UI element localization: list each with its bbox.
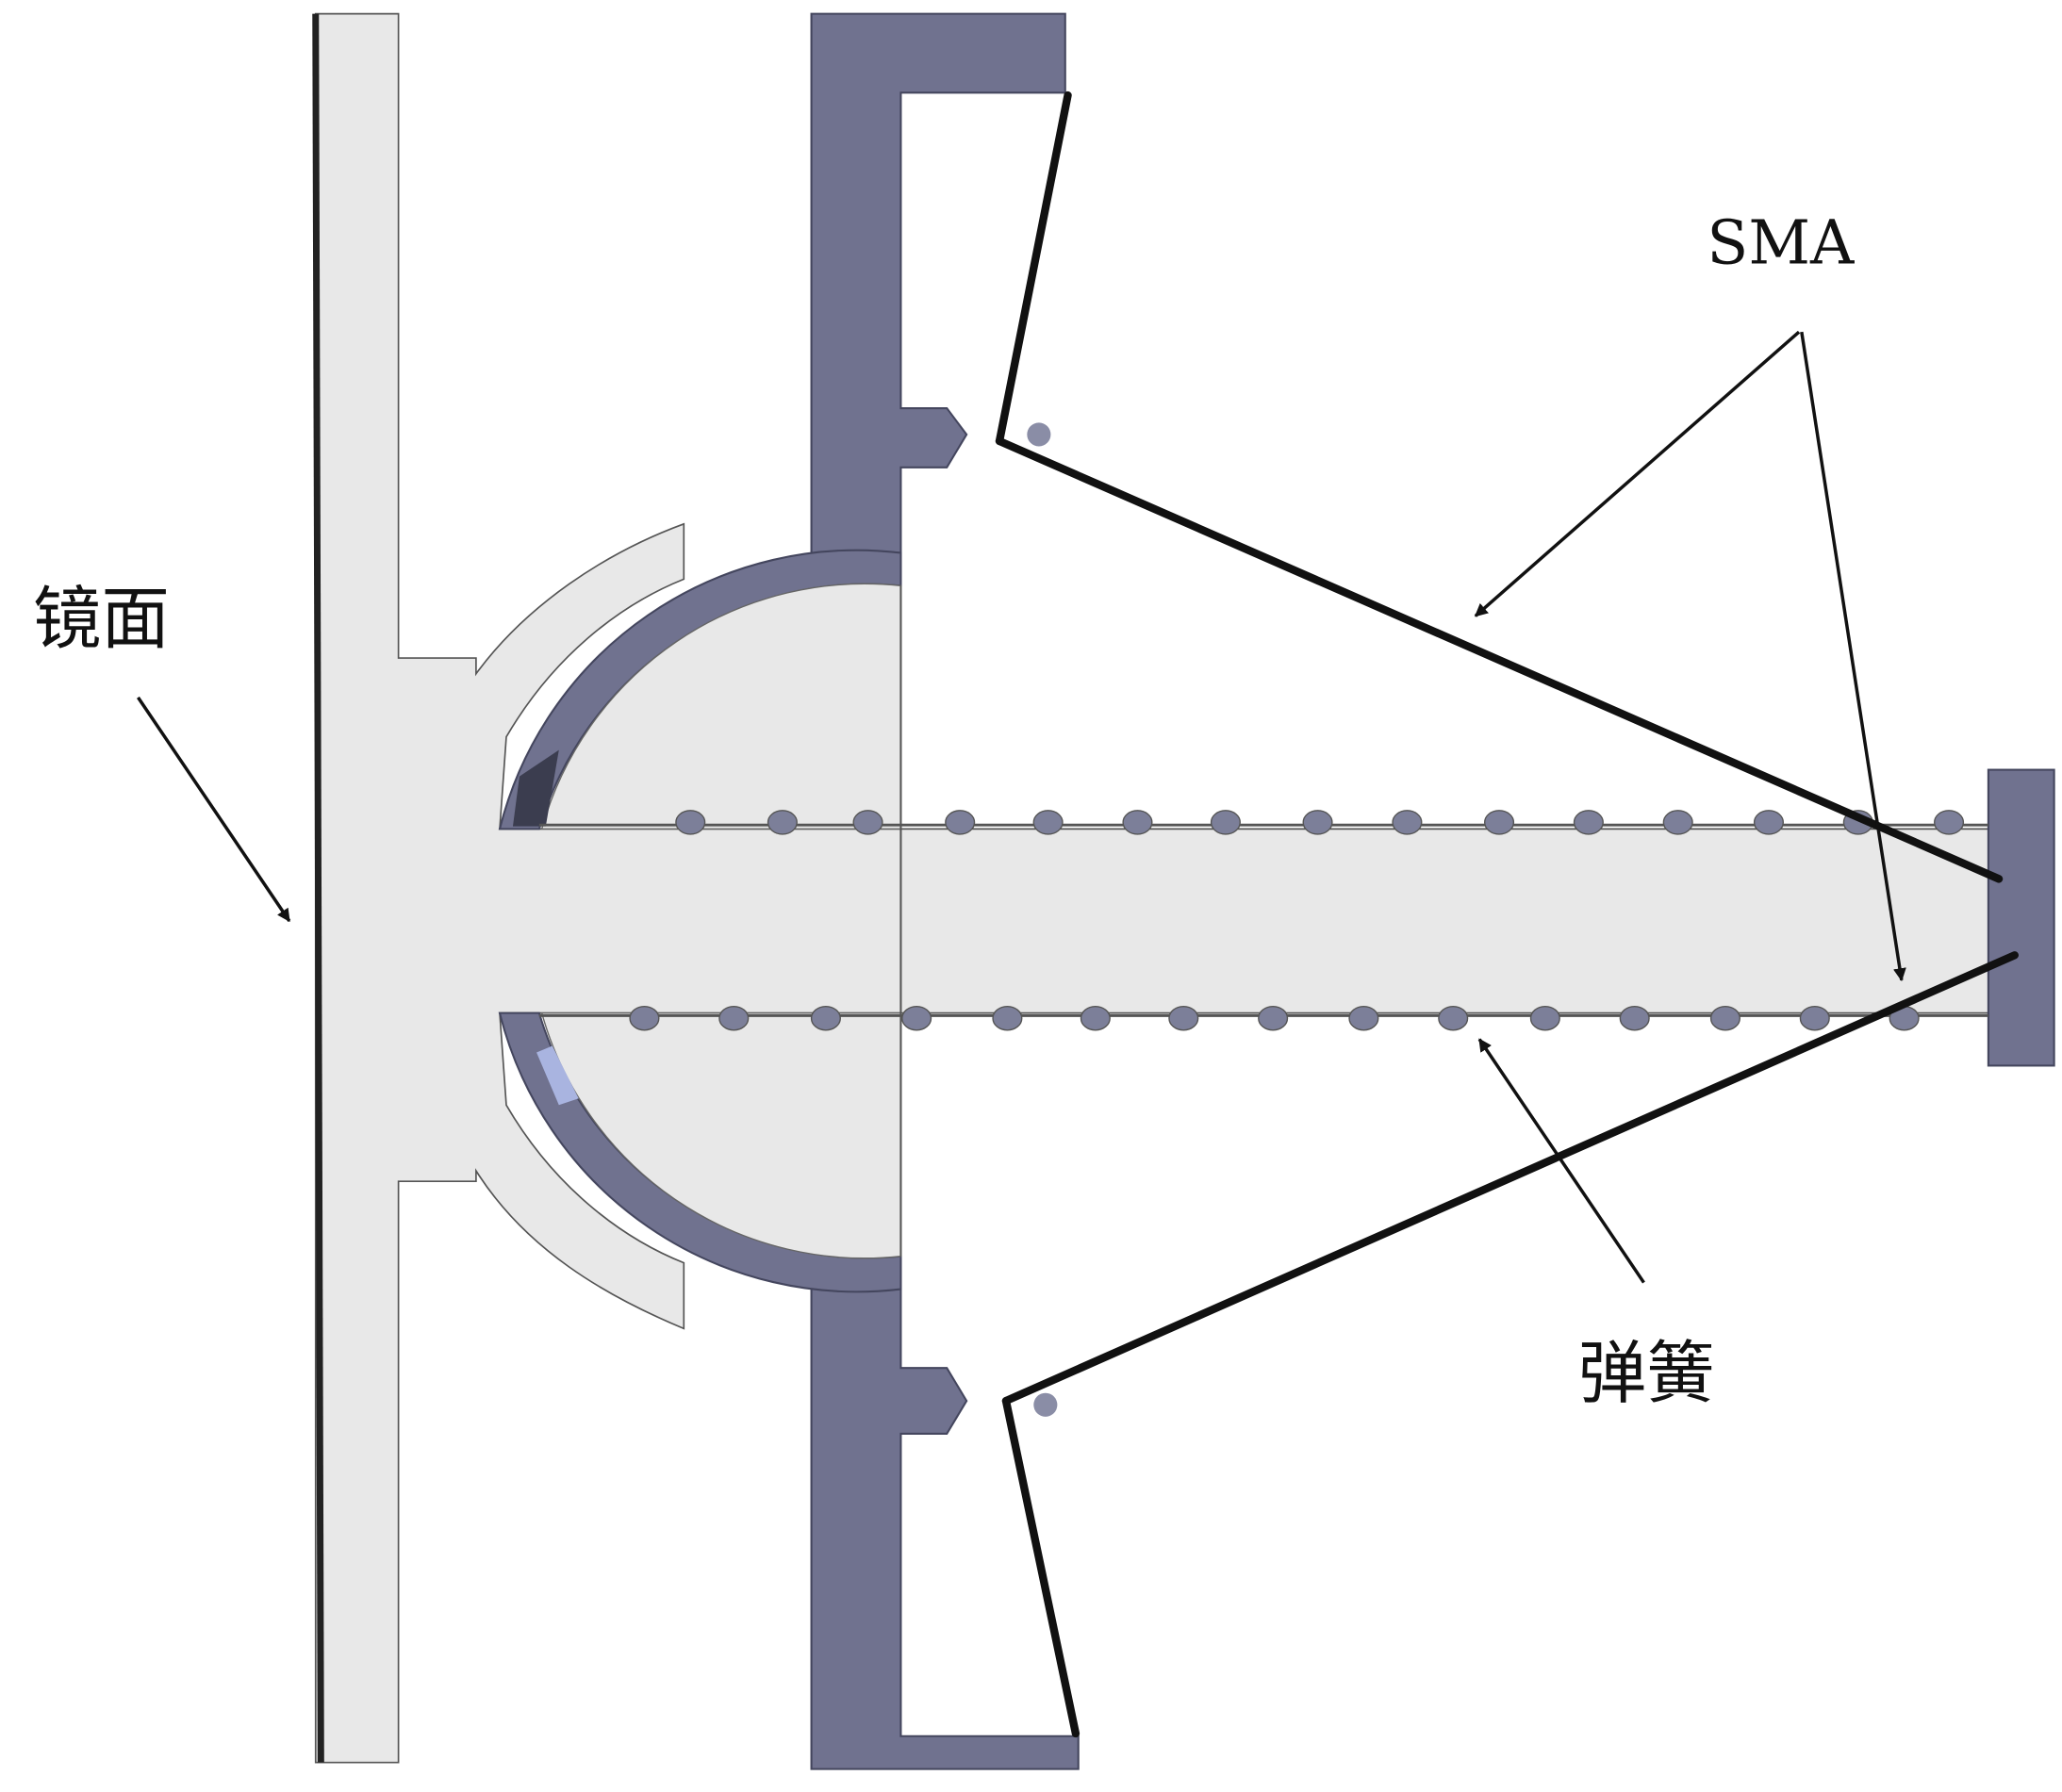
spring-coil [1122, 810, 1153, 835]
spring-coil [1619, 1005, 1650, 1031]
mirror-arrow [137, 696, 291, 923]
spring-coil [1934, 810, 1965, 835]
spring-coil [1210, 810, 1241, 835]
spring-coil [1662, 810, 1693, 835]
spring-coil [1799, 1005, 1830, 1031]
spring-coil [1080, 1005, 1111, 1031]
joint-highlight [536, 1045, 579, 1106]
sma-arrow-2 [1800, 331, 1906, 982]
spring-coil [1168, 1005, 1199, 1031]
mirror-surface-edge [312, 13, 324, 1763]
spring-coil [945, 810, 976, 835]
sma-wire-upper-outer [995, 90, 1072, 446]
end-cap [1987, 768, 2055, 1067]
joint-shadow [512, 749, 559, 827]
sma-wire-lower-outer [1001, 1396, 1080, 1738]
spring-coil [1573, 810, 1604, 835]
spring-arrow [1477, 1038, 1645, 1284]
housing-lower [810, 1255, 1080, 1770]
spring-coil [1032, 810, 1064, 835]
wire-anchor-upper [1027, 422, 1051, 447]
spring-label: 弹簧 [1578, 1335, 1715, 1414]
spring-coil [675, 810, 706, 835]
spring-coil [992, 1005, 1023, 1031]
spring-coil [718, 1005, 750, 1031]
wire-anchor-lower [1033, 1392, 1058, 1417]
mirror-label: 镜面 [33, 580, 170, 659]
spring-coil [852, 810, 883, 835]
spring-coil [1258, 1005, 1289, 1031]
spring-coil [1529, 1005, 1560, 1031]
sma-wires [995, 90, 2019, 1738]
housing [498, 12, 1080, 1770]
spring-coil [1753, 810, 1785, 835]
sma-label: SMA [1707, 208, 1855, 279]
spring-coil [1438, 1005, 1469, 1031]
sma-wire-upper-inner [995, 436, 2004, 883]
sma-wire-lower-inner [1001, 951, 2019, 1406]
spring [538, 810, 1988, 1031]
spring-coil [1483, 810, 1515, 835]
spring-coil [767, 810, 798, 835]
spring-coil [901, 1005, 932, 1031]
spring-coil [1348, 1005, 1379, 1031]
spring-coil [629, 1005, 660, 1031]
spring-coil [1392, 810, 1423, 835]
spring-coil [1302, 810, 1333, 835]
spring-coil [1709, 1005, 1740, 1031]
sma-arrow-1 [1474, 330, 1801, 617]
spring-coil [810, 1005, 841, 1031]
